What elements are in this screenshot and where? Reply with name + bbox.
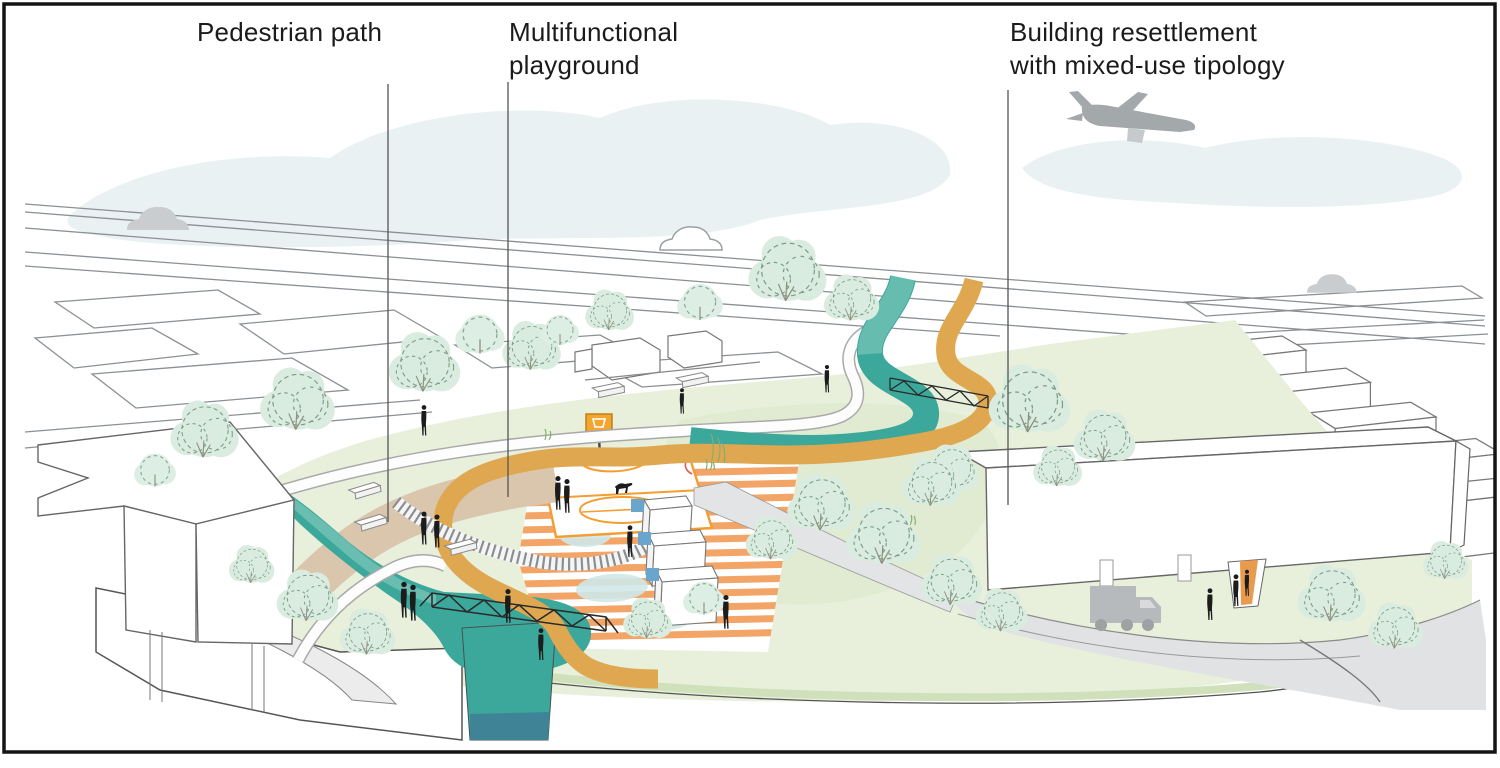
retaining-wall bbox=[391, 496, 649, 571]
canal bbox=[252, 472, 592, 741]
dog-icon bbox=[615, 483, 633, 494]
annotation-pedestrian-path: Pedestrian path bbox=[197, 17, 383, 47]
annotation-multifunctional-playground: Multifunctional playground bbox=[509, 17, 679, 80]
car-icon bbox=[1307, 274, 1357, 293]
orange-entrance bbox=[1240, 560, 1258, 605]
truck-icon bbox=[1090, 586, 1161, 631]
figure-border bbox=[2, 2, 1497, 754]
airplane-icon bbox=[1066, 91, 1196, 143]
blue-panel bbox=[646, 568, 659, 581]
footbridge-2 bbox=[889, 377, 989, 409]
footbridge-1 bbox=[419, 592, 619, 634]
lower-walkway bbox=[292, 554, 449, 664]
mixed-use-building bbox=[955, 426, 1471, 609]
grass-tufts bbox=[544, 428, 916, 526]
blue-panel bbox=[638, 532, 651, 545]
blue-panel bbox=[631, 499, 644, 512]
car-outline-icon bbox=[659, 226, 723, 251]
annotation-building-resettlement: Building resettlement with mixed-use tip… bbox=[1010, 17, 1285, 80]
pavilions bbox=[574, 330, 761, 381]
cars bbox=[127, 206, 1357, 293]
basketball-hoop-icon bbox=[585, 413, 613, 463]
upper-walkway bbox=[243, 315, 894, 509]
clouds bbox=[67, 99, 1462, 248]
